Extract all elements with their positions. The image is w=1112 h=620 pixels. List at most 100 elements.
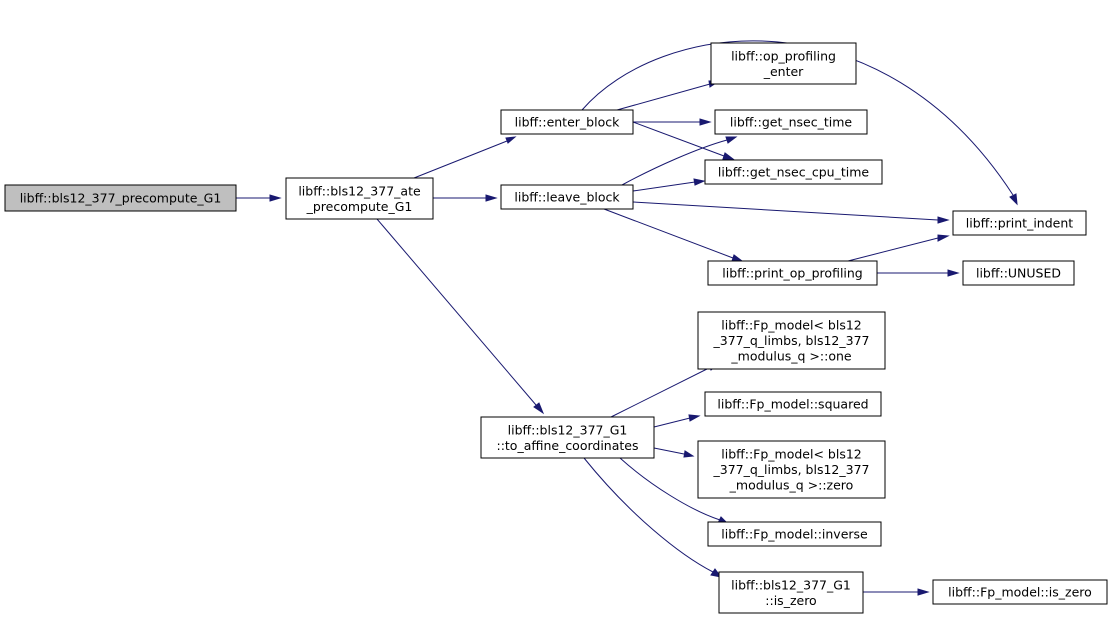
node-fp-inverse[interactable]: libff::Fp_model::inverse (707, 521, 882, 547)
arrowhead-icon (722, 152, 735, 160)
node-box (480, 416, 655, 459)
arrowhead-icon (937, 216, 950, 224)
edge-enter_block-to-nsec_time (633, 118, 712, 126)
edge-line (603, 208, 734, 259)
edge-line (653, 417, 691, 428)
node-fp-zero[interactable]: libff::Fp_model< bls12_377_q_limbs, bls1… (697, 440, 886, 499)
node-enter-block[interactable]: libff::enter_block (500, 109, 634, 135)
node-label: _377_q_limbs, bls12_377 (713, 462, 870, 477)
node-print-op-prof[interactable]: libff::print_op_profiling (707, 260, 878, 286)
node-label: libff::Fp_model< bls12 (721, 447, 862, 462)
node-leave-block[interactable]: libff::leave_block (500, 184, 634, 210)
node-label: libff::leave_block (514, 190, 620, 205)
node-box (718, 571, 864, 614)
node-label: libff::bls12_377_G1 (508, 422, 628, 437)
node-box (932, 579, 1108, 605)
edge-ate-to-enter_block (413, 136, 517, 179)
node-label: libff::Fp_model::squared (717, 397, 868, 412)
node-label: libff::op_profiling (731, 48, 836, 63)
edge-line (847, 237, 939, 262)
node-box (707, 521, 882, 547)
node-box (710, 42, 857, 85)
node-box (962, 260, 1075, 286)
node-label: libff::bls12_377_precompute_G1 (20, 191, 222, 206)
edge-ate-to-to_affine (376, 218, 545, 415)
node-label: libff::UNUSED (976, 266, 1061, 281)
node-box (4, 184, 237, 212)
edge-ate-to-leave_block (433, 194, 498, 202)
arrowhead-icon (683, 450, 695, 458)
edge-line (583, 457, 714, 573)
edge-g1_is_zero-to-fp_is_zero (863, 588, 930, 596)
node-box (285, 177, 434, 220)
node-root[interactable]: libff::bls12_377_precompute_G1 (4, 184, 237, 212)
node-label: ::is_zero (765, 593, 816, 608)
edge-leave_block-to-print_op_prof (603, 208, 744, 262)
edge-line (616, 83, 711, 111)
edge-line (632, 201, 939, 221)
node-box (697, 440, 886, 499)
arrowhead-icon (731, 254, 744, 262)
arrowhead-icon (485, 194, 498, 202)
edge-to_affine-to-fp_one (610, 362, 721, 418)
node-print-indent[interactable]: libff::print_indent (952, 210, 1087, 236)
node-label: libff::Fp_model::inverse (721, 527, 868, 542)
node-label: libff::bls12_377_G1 (731, 577, 851, 592)
node-box (500, 109, 634, 135)
arrowhead-icon (505, 136, 517, 144)
edge-line (619, 457, 721, 521)
edge-to_affine-to-fp_squared (653, 414, 701, 428)
node-label: _377_q_limbs, bls12_377 (713, 333, 870, 348)
node-label: _enter (763, 64, 804, 79)
edge-line (632, 121, 725, 157)
edge-root-to-ate (236, 194, 282, 202)
arrowhead-icon (693, 178, 706, 186)
edge-line (376, 218, 537, 406)
node-box (714, 109, 868, 135)
edge-print_op_prof-to-print_indent (847, 234, 950, 262)
arrowhead-icon (269, 194, 282, 202)
edge-line (632, 181, 696, 192)
node-g1-is-zero[interactable]: libff::bls12_377_G1::is_zero (718, 571, 864, 614)
node-nsec-time[interactable]: libff::get_nsec_time (714, 109, 868, 135)
node-label: _precompute_G1 (306, 199, 413, 214)
node-ate[interactable]: libff::bls12_377_ate_precompute_G1 (285, 177, 434, 220)
node-label: _modulus_q >::one (730, 349, 851, 364)
edge-enter_block-to-op_prof_enter (616, 80, 721, 111)
node-box (500, 184, 634, 210)
arrowhead-icon (699, 118, 712, 126)
arrowhead-icon (725, 136, 738, 144)
node-box (707, 260, 878, 286)
edge-line (621, 139, 728, 186)
edge-enter_block-to-nsec_cpu (632, 121, 735, 160)
edge-line (413, 140, 508, 179)
node-to-affine[interactable]: libff::bls12_377_G1::to_affine_coordinat… (480, 416, 655, 459)
node-label: libff::get_nsec_time (730, 115, 852, 130)
node-label: _modulus_q >::zero (729, 478, 854, 493)
node-label: libff::print_op_profiling (722, 266, 863, 281)
node-nsec-cpu[interactable]: libff::get_nsec_cpu_time (704, 159, 883, 185)
node-label: ::to_affine_coordinates (496, 438, 638, 453)
arrowhead-icon (1009, 193, 1018, 206)
node-box (704, 159, 883, 185)
node-label: libff::Fp_model::is_zero (948, 585, 1092, 600)
edge-print_op_prof-to-unused (877, 269, 960, 277)
node-box (952, 210, 1087, 236)
edge-line (653, 447, 685, 455)
node-unused[interactable]: libff::UNUSED (962, 260, 1075, 286)
node-label: libff::get_nsec_cpu_time (718, 165, 869, 180)
node-label: libff::enter_block (515, 115, 620, 130)
node-op-prof-enter[interactable]: libff::op_profiling_enter (710, 42, 857, 85)
node-fp-is-zero[interactable]: libff::Fp_model::is_zero (932, 579, 1108, 605)
node-label: libff::bls12_377_ate (298, 183, 421, 198)
node-fp-squared[interactable]: libff::Fp_model::squared (704, 391, 882, 417)
node-label: libff::print_indent (966, 216, 1073, 231)
arrowhead-icon (533, 402, 545, 415)
node-fp-one[interactable]: libff::Fp_model< bls12_377_q_limbs, bls1… (697, 311, 886, 370)
node-box (697, 311, 886, 370)
arrowhead-icon (937, 234, 950, 242)
node-box (704, 391, 882, 417)
edge-line (610, 366, 712, 418)
